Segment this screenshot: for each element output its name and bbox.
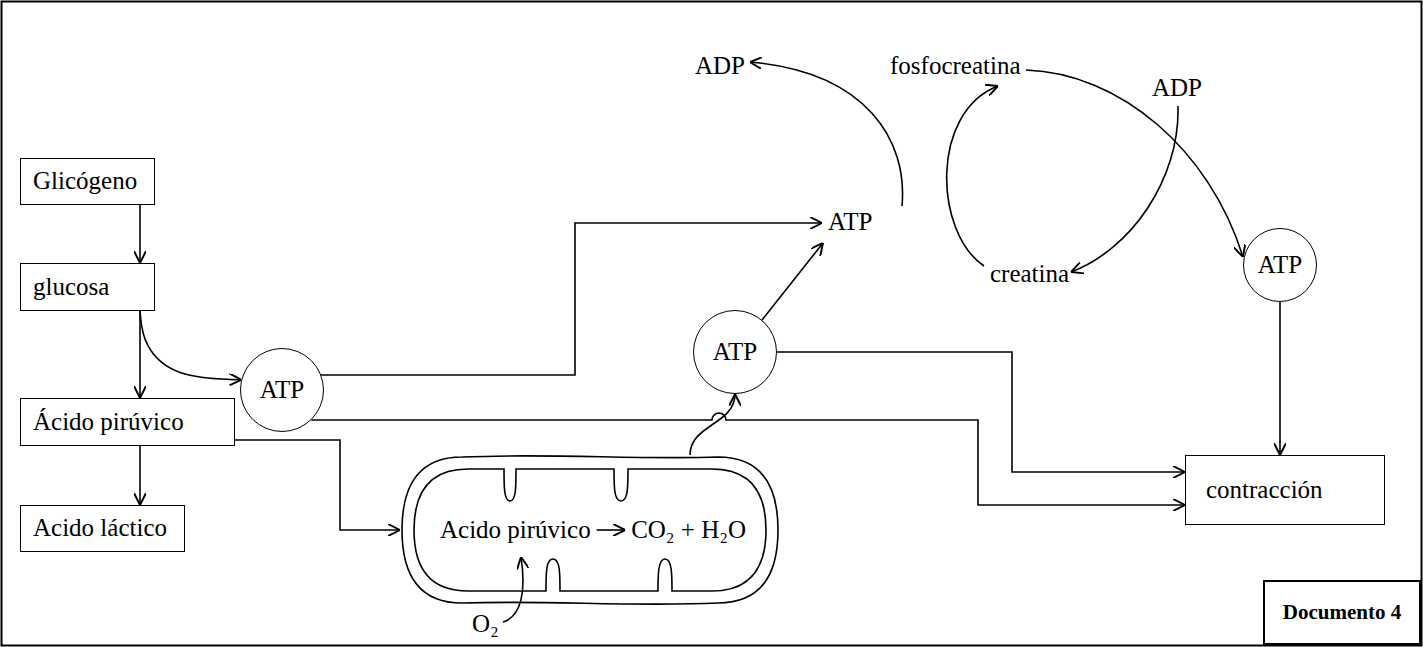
- leader-arrow: [762, 243, 823, 320]
- pyruvate-box: Ácido pirúvico: [20, 398, 235, 446]
- arrow-connector: [139, 446, 141, 505]
- arrow-connector: [235, 440, 400, 530]
- node-text: contracción: [1206, 476, 1323, 505]
- node-text: Ácido pirúvico: [33, 408, 184, 437]
- node-text: glucosa: [33, 273, 109, 302]
- arrow-connector: [139, 205, 141, 263]
- node-text: Documento 4: [1283, 600, 1401, 624]
- lactate-box: Acido láctico: [20, 505, 185, 552]
- cycle-arrow: [1026, 70, 1243, 257]
- document-tag: Documento 4: [1263, 580, 1421, 645]
- node-text: Acido láctico: [33, 514, 167, 543]
- gas-label: O₂: [472, 610, 499, 639]
- mitochondrion: Acido pirúvico CO₂ + H₂O: [400, 455, 780, 605]
- arrow-connector: [1279, 302, 1281, 455]
- molecule-label: ATP: [828, 208, 872, 237]
- molecule-label: fosfocreatina: [890, 52, 1020, 81]
- arrow-connector: [140, 311, 241, 380]
- node-text: Glicógeno: [33, 167, 137, 196]
- atp-circle: ATP: [693, 310, 777, 394]
- reaction-arrow: [597, 529, 625, 531]
- leader-arrow: [321, 223, 822, 375]
- cycle-arrow: [947, 86, 998, 266]
- cycle-arrow: [1071, 106, 1178, 272]
- arrow-connector: [690, 394, 735, 455]
- arrow-connector: [777, 352, 1185, 472]
- oxygen-arrow: [503, 557, 523, 622]
- storage-box: Glicógeno: [20, 158, 155, 205]
- contraction-box: contracción: [1185, 455, 1385, 525]
- outer-membrane: [402, 456, 778, 605]
- molecule-label: creatina: [990, 260, 1069, 289]
- node-text: ATP: [1258, 251, 1302, 280]
- node-text: CO₂ + H₂O: [631, 516, 746, 545]
- cycle-arrow: [750, 62, 903, 206]
- sugar-box: glucosa: [20, 263, 155, 311]
- molecule-label: ADP: [1152, 74, 1202, 103]
- node-text: ATP: [260, 376, 304, 405]
- inner-membrane: [414, 469, 766, 591]
- node-text: ATP: [713, 338, 757, 367]
- molecule-label: ADP: [695, 52, 745, 81]
- atp-circle: ATP: [1243, 228, 1317, 302]
- atp-circle: ATP: [240, 348, 324, 432]
- node-text: Acido pirúvico: [440, 516, 591, 545]
